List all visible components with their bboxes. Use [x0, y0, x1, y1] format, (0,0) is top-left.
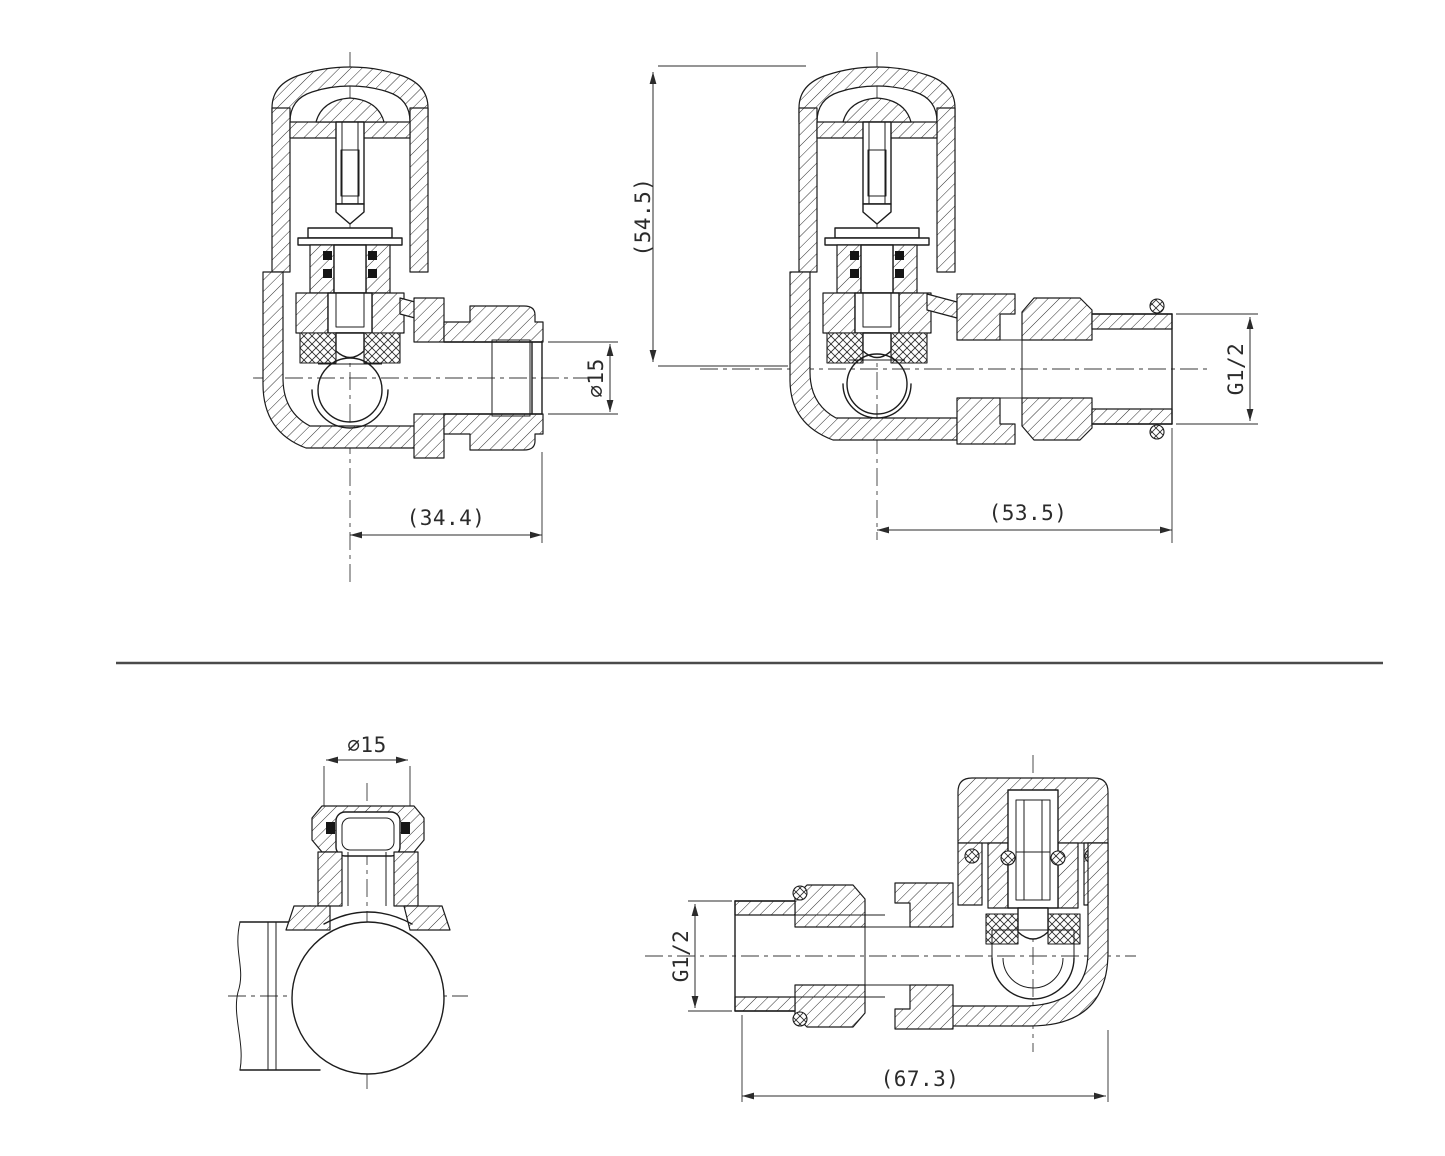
v4-dim-thread: G1/2	[669, 900, 732, 1012]
v3-dim-pipe-dia-label: ∅15	[347, 733, 386, 757]
v3-dim-pipe-dia: ∅15	[323, 733, 411, 810]
v2-oring-top	[1149, 298, 1165, 314]
v2-union-nut	[1021, 297, 1093, 341]
v2-dim-height-label: (54.5)	[631, 178, 655, 257]
v2-dim-thread-label: G1/2	[1224, 343, 1248, 396]
v3-body-flange	[285, 905, 451, 931]
v4-oring-bottom	[792, 1011, 808, 1027]
v4-valve-ball-cup	[991, 929, 1075, 1000]
v1-dim-pipe-dia-label: ∅15	[584, 358, 608, 397]
v1-dim-pipe-dia: ∅15	[548, 341, 618, 415]
v4-union-adapter	[894, 882, 954, 928]
v1-dim-width: (34.4)	[350, 452, 543, 543]
v3-ball-housing	[291, 921, 445, 1075]
v4-packing-right	[1047, 913, 1081, 945]
v1-compression-nut	[443, 305, 544, 343]
v1-olive	[491, 339, 531, 417]
v4-packing-left	[985, 913, 1019, 945]
v4-dim-thread-label: G1/2	[669, 930, 693, 983]
v2-tail-pipe	[1091, 313, 1173, 330]
v4-valve-body	[943, 842, 1109, 1027]
v2-dim-width: (53.5)	[877, 428, 1173, 543]
v2-dim-width-label: (53.5)	[989, 501, 1068, 525]
view-bottom-left-elevation: ∅15	[228, 733, 468, 1092]
v3-compression-nut	[311, 805, 425, 907]
v4-valve-cap	[957, 777, 1109, 909]
view-top-right-section: (54.5) G1/2 (53.5)	[631, 52, 1258, 543]
v2-dim-thread: G1/2	[1176, 313, 1258, 425]
view-bottom-right-section: G1/2 (67.3)	[645, 755, 1136, 1102]
v2-oring-bottom	[1149, 424, 1165, 440]
v4-oring-top	[792, 885, 808, 901]
v1-dim-width-label: (34.4)	[407, 506, 486, 530]
v3-broken-pipe	[235, 905, 321, 1071]
v2-union-adapter	[956, 293, 1016, 341]
v4-tail-pipe	[734, 900, 796, 916]
v4-dim-width: (67.3)	[741, 1015, 1109, 1102]
v2-valve-ball	[846, 353, 908, 415]
view-top-left-section: ∅15 (34.4)	[253, 52, 618, 585]
v4-union-nut	[794, 884, 866, 928]
v4-dim-width-label: (67.3)	[881, 1067, 960, 1091]
v1-valve-ball	[317, 357, 383, 423]
v2-dim-height: (54.5)	[631, 65, 806, 367]
